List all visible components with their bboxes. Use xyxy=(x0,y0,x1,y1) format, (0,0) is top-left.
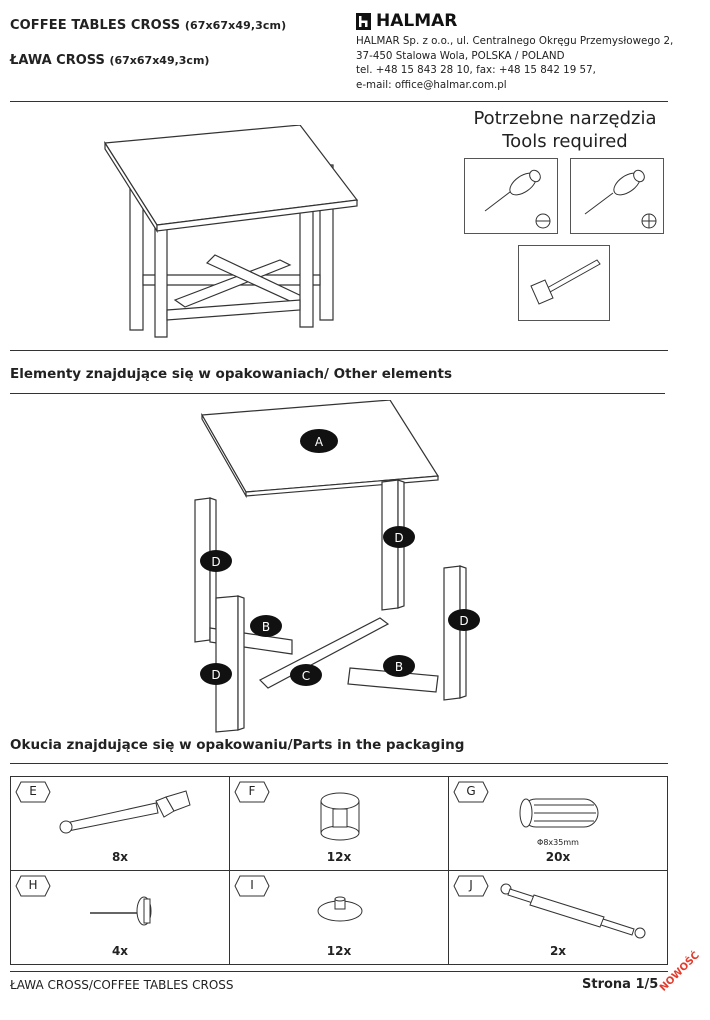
assembled-table-drawing xyxy=(103,125,359,338)
divider xyxy=(10,101,668,102)
element-label: D xyxy=(211,668,220,682)
element-label: A xyxy=(315,435,324,449)
flat-screwdriver-icon xyxy=(484,169,551,229)
company-line: tel. +48 15 843 28 10, fax: +48 15 842 1… xyxy=(356,64,596,77)
part-cell-i: I 12x xyxy=(229,870,449,965)
glide-nail-icon xyxy=(90,896,152,926)
element-label: D xyxy=(459,614,468,628)
product-title-pl: ŁAWA CROSS (67x67x49,3cm) xyxy=(10,53,210,68)
part-tag xyxy=(453,875,489,897)
parts-table: E 8x F 12x xyxy=(10,776,668,965)
page-number: Strona 1/5 xyxy=(582,977,659,992)
part-tag xyxy=(15,781,51,803)
divider xyxy=(10,763,668,764)
divider xyxy=(10,350,668,351)
tool-flat-screwdriver xyxy=(464,158,558,234)
part-tag xyxy=(234,781,270,803)
halmar-logo-icon xyxy=(356,12,371,30)
company-line: e-mail: office@halmar.com.pl xyxy=(356,78,507,91)
element-label: C xyxy=(302,669,310,683)
tools-title: Potrzebne narzędzia Tools required xyxy=(473,108,657,152)
company-line: HALMAR Sp. z o.o., ul. Centralnego Okręg… xyxy=(356,35,674,47)
divider xyxy=(10,393,665,394)
product-title-en: COFFEE TABLES CROSS (67x67x49,3cm) xyxy=(10,18,287,33)
phillips-screwdriver-icon xyxy=(584,169,657,229)
part-tag xyxy=(15,875,51,897)
connector-bolt-icon xyxy=(59,790,191,834)
part-cell-g: G Φ8x35mm 20x xyxy=(448,776,668,871)
cam-lock-icon xyxy=(320,792,360,841)
element-label: B xyxy=(395,660,403,674)
divider xyxy=(10,971,668,972)
elements-section-title: Elementy znajdujące się w opakowaniach/ … xyxy=(10,366,453,382)
element-label: D xyxy=(211,555,220,569)
halmar-logo: HALMAR xyxy=(356,11,457,31)
company-address: HALMAR Sp. z o.o., ul. Centralnego Okręg… xyxy=(356,34,673,92)
tool-phillips-screwdriver xyxy=(570,158,664,234)
long-connector-bolt-icon xyxy=(500,883,646,939)
part-cell-f: F 12x xyxy=(229,776,449,871)
company-line: 37-450 Stalowa Wola, POLSKA / POLAND xyxy=(356,49,565,62)
wooden-dowel-icon xyxy=(519,798,599,828)
tool-hammer xyxy=(518,245,610,321)
element-label: D xyxy=(394,531,403,545)
part-tag xyxy=(453,781,489,803)
part-tag xyxy=(234,875,270,897)
part-cell-j: J 2x xyxy=(448,870,668,965)
logo-name: HALMAR xyxy=(376,11,458,31)
hammer-icon xyxy=(530,259,601,305)
element-label: B xyxy=(262,620,270,634)
parts-section-title: Okucia znajdujące się w opakowaniu/Parts… xyxy=(10,737,465,753)
footer-product-name: ŁAWA CROSS/COFFEE TABLES CROSS xyxy=(10,978,234,992)
part-cell-h: H 4x xyxy=(10,870,230,965)
part-cell-e: E 8x xyxy=(10,776,230,871)
elements-exploded-drawing: A D D B C B D D xyxy=(194,400,480,733)
cover-cap-icon xyxy=(317,896,363,922)
